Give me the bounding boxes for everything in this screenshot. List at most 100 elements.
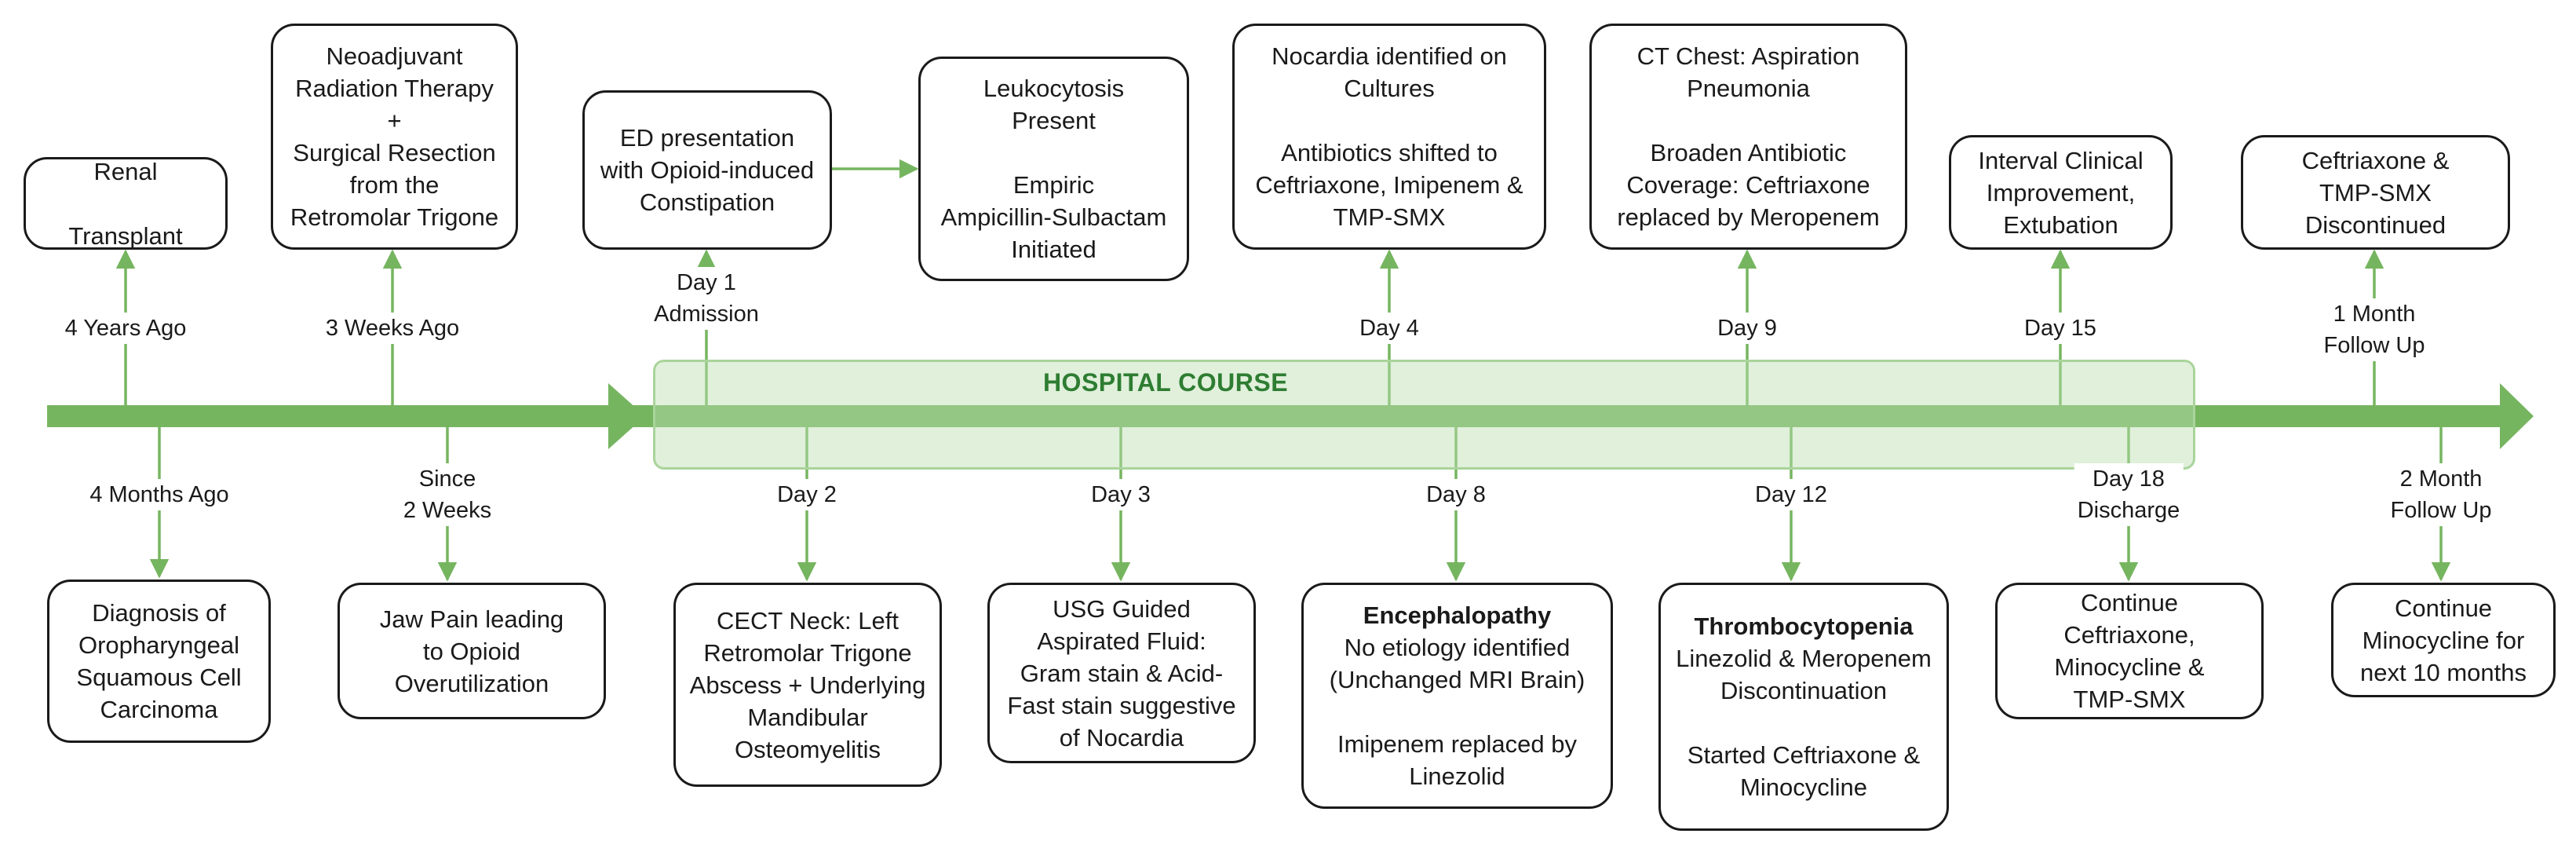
encephalopathy-title: Encephalopathy — [1363, 602, 1552, 629]
discharge-text: Minocycline & — [2054, 653, 2205, 681]
renal-transplant-text: Renal — [93, 157, 158, 185]
ceftriaxone-discontinued-text: Discontinued — [2304, 210, 2446, 239]
jaw-pain-time-text: Since — [418, 466, 476, 492]
usg-guided-text: Aspirated Fluid: — [1037, 627, 1206, 655]
nocardia-identified-time-text: Day 4 — [1359, 316, 1419, 341]
thrombocytopenia-time-text: Day 12 — [1755, 482, 1827, 507]
extubation-time-label: Day 15 — [2021, 313, 2100, 344]
cect-neck-text: Mandibular — [747, 703, 868, 731]
follow-up-2-month-text: Minocycline for — [2362, 626, 2525, 654]
extubation-text: Improvement, — [1986, 178, 2136, 207]
thrombocytopenia-text: Started Ceftriaxone & — [1687, 741, 1921, 769]
ceftriaxone-discontinued-text: TMP-SMX — [2319, 178, 2432, 207]
neoadjuvant-radiation-text: Radiation Therapy — [295, 75, 494, 102]
cect-neck-text: Retromolar Trigone — [703, 638, 912, 667]
neoadjuvant-radiation-time-label: 3 Weeks Ago — [322, 313, 463, 344]
discharge-text: Ceftriaxone, — [2063, 621, 2195, 649]
hospital-course-start-arrowhead — [608, 383, 645, 449]
leukocytosis-text: Leukocytosis — [983, 75, 1125, 102]
discharge-text: TMP-SMX — [2073, 686, 2186, 713]
thrombocytopenia-text: Minocycline — [1740, 773, 1867, 801]
ct-chest-text: Coverage: Ceftriaxone — [1626, 171, 1870, 199]
follow-up-2-month-time-text: 2 Month — [2399, 466, 2483, 492]
thrombocytopenia-time-label: Day 12 — [1752, 479, 1830, 510]
encephalopathy-text: Imipenem replaced by — [1337, 730, 1577, 758]
renal-transplant-text: Transplant — [68, 221, 183, 250]
encephalopathy-text: Linezolid — [1409, 762, 1505, 790]
ceftriaxone-discontinued-time-text: 1 Month — [2333, 302, 2416, 327]
hospital-course-label: HOSPITAL COURSE — [1042, 368, 1289, 397]
usg-guided-time-text: Day 3 — [1091, 482, 1151, 507]
cect-neck-time-text: Day 2 — [777, 482, 837, 507]
extubation-text: Extubation — [2003, 210, 2118, 239]
encephalopathy-text: (Unchanged MRI Brain) — [1329, 666, 1585, 693]
ed-presentation-time-text: Admission — [654, 302, 759, 327]
ed-presentation-time-text: Day 1 — [677, 270, 736, 295]
jaw-pain-text: Jaw Pain leading — [379, 605, 564, 633]
neoadjuvant-radiation-text: Neoadjuvant — [326, 42, 463, 70]
follow-up-2-month-text: next 10 months — [2360, 658, 2527, 686]
renal-transplant-time-label: 4 Years Ago — [61, 313, 190, 344]
cect-neck-time-label: Day 2 — [774, 479, 840, 510]
thrombocytopenia-title: Thrombocytopenia — [1694, 612, 1914, 640]
encephalopathy-time-text: Day 8 — [1426, 482, 1486, 507]
discharge-text: Continue — [2080, 589, 2179, 616]
jaw-pain-text: to Opioid — [422, 637, 521, 665]
ed-presentation-text: ED presentation — [619, 124, 795, 152]
ceftriaxone-discontinued-box: Ceftriaxone & TMP-SMX Discontinued — [2241, 135, 2510, 250]
jaw-pain-time-text: 2 Weeks — [403, 498, 492, 523]
ceftriaxone-discontinued-text: Ceftriaxone & — [2301, 146, 2450, 174]
timeline-arrowhead — [2500, 383, 2534, 449]
usg-guided-text: USG Guided — [1053, 594, 1191, 623]
cect-neck-text: CECT Neck: Left — [716, 606, 899, 634]
ct-chest-time-text: Day 9 — [1717, 316, 1777, 341]
diagnosis-text: Carcinoma — [100, 696, 218, 723]
cect-neck-text: Osteomyelitis — [734, 735, 881, 763]
ct-chest-text: Broaden Antibiotic — [1650, 139, 1847, 166]
usg-guided-text: Gram stain & Acid- — [1020, 659, 1224, 687]
ed-presentation-text: Constipation — [639, 188, 775, 216]
usg-guided-text: Fast stain suggestive — [1007, 691, 1236, 719]
ct-chest-text: replaced by Meropenem — [1617, 203, 1880, 231]
thrombocytopenia-text: Discontinuation — [1720, 677, 1887, 704]
follow-up-2-month-text: Continue — [2394, 594, 2493, 622]
diagnosis-time-text: 4 Months Ago — [89, 482, 229, 507]
cect-neck-text: Abscess + Underlying — [689, 671, 926, 699]
thrombocytopenia-text: Linezolid & Meropenem — [1676, 645, 1932, 672]
neoadjuvant-radiation-text: Retromolar Trigone — [290, 203, 499, 231]
ct-chest-text: CT Chest: Aspiration — [1636, 42, 1860, 70]
ceftriaxone-discontinued-time-text: Follow Up — [2323, 333, 2425, 358]
leukocytosis-text: Ampicillin-Sulbactam — [940, 203, 1167, 231]
discharge-time-text: Discharge — [2077, 498, 2180, 523]
leukocytosis-text: Empiric — [1013, 171, 1095, 199]
diagnosis-text: Diagnosis of — [92, 599, 226, 627]
follow-up-2-month-time-text: Follow Up — [2390, 498, 2492, 523]
nocardia-identified-text: Cultures — [1344, 75, 1435, 102]
diagnosis-text: Oropharyngeal — [78, 631, 240, 659]
renal-transplant-time-text: 4 Years Ago — [64, 316, 187, 341]
extubation-text: Interval Clinical — [1978, 146, 2144, 174]
ct-chest-time-label: Day 9 — [1714, 313, 1780, 344]
diagnosis-text: Squamous Cell — [76, 664, 242, 691]
neoadjuvant-radiation-text: from the — [349, 171, 440, 199]
usg-guided-text: of Nocardia — [1059, 723, 1184, 751]
neoadjuvant-radiation-text: Surgical Resection — [293, 139, 496, 166]
nocardia-identified-text: Ceftriaxone, Imipenem & — [1255, 171, 1523, 199]
diagnosis-time-label: 4 Months Ago — [86, 479, 232, 510]
nocardia-identified-time-label: Day 4 — [1356, 313, 1422, 344]
